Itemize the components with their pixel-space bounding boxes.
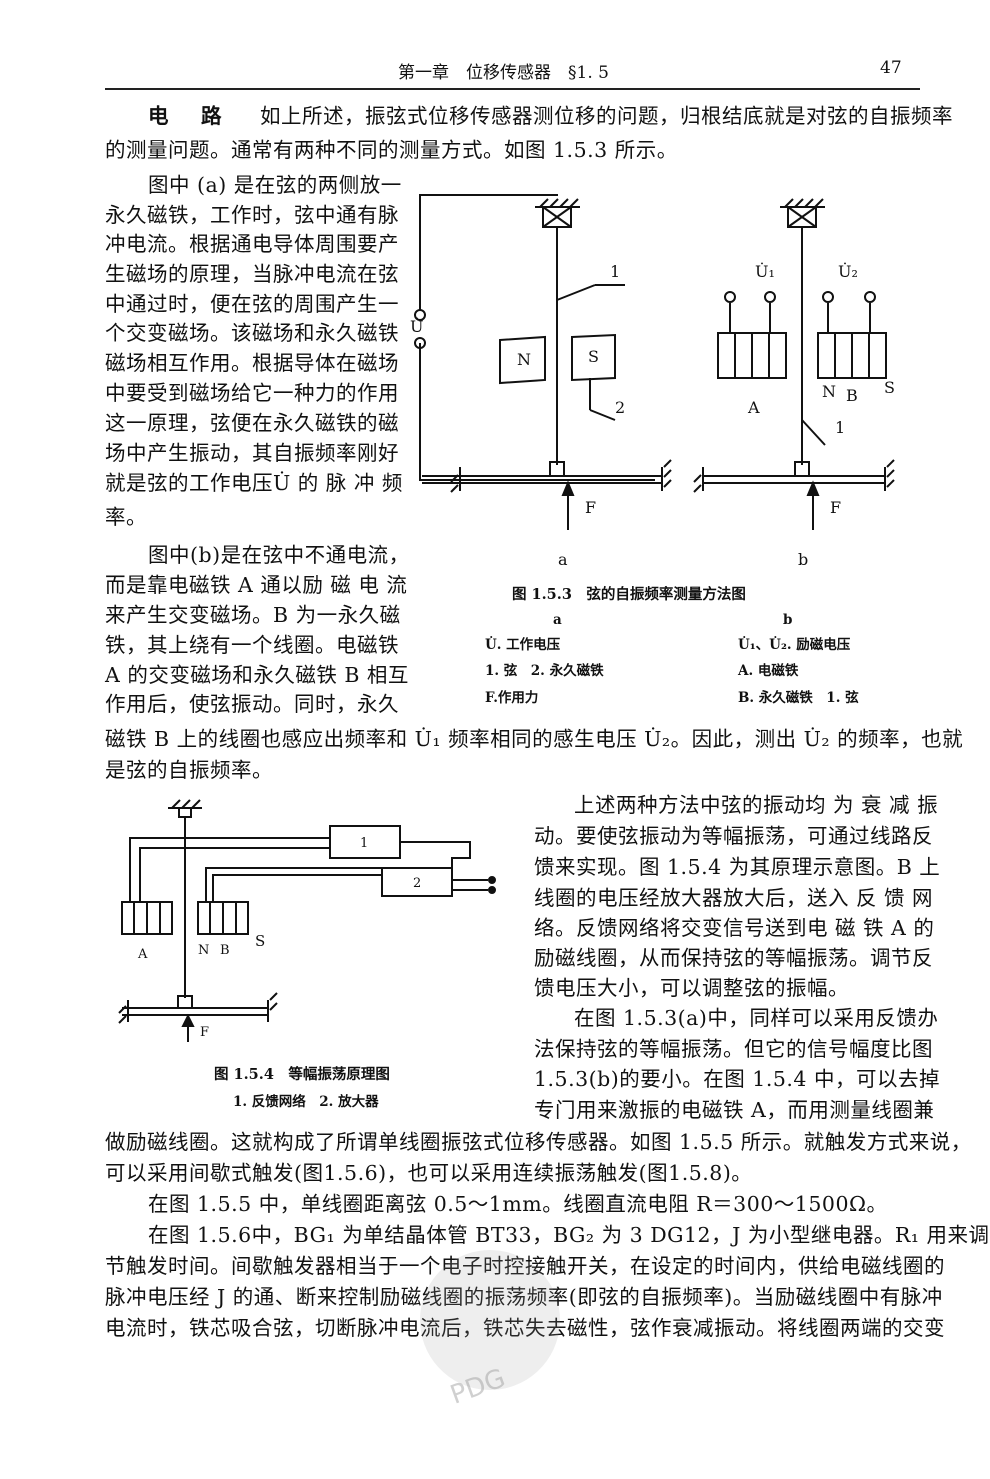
header-rule	[105, 88, 920, 90]
para-b-line: 铁，其上绕有一个线圈。电磁铁	[105, 633, 399, 657]
label-s: S	[255, 932, 265, 950]
label-fig-a: a	[558, 550, 568, 569]
para-right-line: 专门用来激振的电磁铁 A，而用测量线圈兼	[534, 1098, 935, 1122]
label-voltage: U̇	[410, 317, 423, 336]
para-a-line: 冲电流。根据通电导体周围要产	[105, 232, 399, 256]
para-end-line: 电流时，铁芯吸合弦，切断脉冲电流后，铁芯失去磁性，弦作衰减振动。将线圈两端的交变	[105, 1316, 945, 1340]
para-end-line: 做励磁线圈。这就构成了所谓单线圈振弦式位移传感器。如图 1.5.5 所示。就触发…	[105, 1130, 972, 1154]
figure-1-5-3: U̇ N S 1 2 F a U̇₁ U̇₂ A N B S 1 F b	[410, 194, 895, 569]
label-1-b: 1	[835, 418, 845, 437]
label-box-1: 1	[360, 836, 368, 851]
terminal	[414, 309, 426, 321]
para-a-line: 中通过时，便在弦的周围产生一	[105, 292, 399, 316]
wire-a-bottom	[419, 343, 655, 481]
intro-line-2: 的测量问题。通常有两种不同的测量方式。如图 1.5.3 所示。	[105, 138, 678, 162]
para-a-line: 这一原理，弦便在永久磁铁的磁	[105, 411, 399, 435]
label-f-b: F	[830, 498, 841, 517]
para-end-line: 脉冲电压经 J 的通、断来控制励磁线圈的振荡频率(即弦的自振频率)。当励磁线圈中…	[105, 1285, 943, 1309]
para-right-line: 励磁线圈，从而保持弦的等幅振荡。调节反	[534, 946, 933, 970]
legend-a-line: F.作用力	[485, 690, 539, 706]
para-end-line: 节触发时间。间歇触发器相当于一个电子时控接触开关，在设定的时间内，供给电磁线圈的	[105, 1254, 945, 1278]
para-b-line: 而是靠电磁铁 A 通以励 磁 电 流	[105, 573, 408, 597]
figure-1-5-4: 1 2 A N B S F	[118, 799, 496, 1042]
para-a-line: 磁场相互作用。根据导体在磁场	[105, 351, 399, 375]
label-b: B	[220, 943, 230, 958]
section-heading: 电 路	[148, 104, 228, 128]
legend-b-line: A. 电磁铁	[738, 663, 799, 679]
para-right-line: 在图 1.5.3(a)中，同样可以采用反馈办	[574, 1006, 939, 1030]
running-header: 第一章 位移传感器 §1. 5	[398, 63, 609, 83]
para-a-line: 中要受到磁场给它一种力的作用	[105, 381, 399, 405]
para-b-line: 来产生交变磁场。B 为一永久磁	[105, 603, 401, 627]
legend-a-line: 1. 弦 2. 永久磁铁	[485, 663, 604, 679]
para-right-line: 络。反馈网络将交变信号送到电 磁 铁 A 的	[534, 916, 935, 940]
label-f: F	[200, 1025, 209, 1040]
legend-b-line: B. 永久磁铁 1. 弦	[738, 690, 859, 706]
para-a-line: 率。	[105, 505, 147, 529]
para-right-line: 法保持弦的等幅振荡。但它的信号幅度比图	[534, 1037, 933, 1061]
figure-1-5-4-caption: 图 1.5.4 等幅振荡原理图	[214, 1066, 390, 1083]
magnet-n	[499, 335, 546, 385]
para-b-cont-line: 磁铁 B 上的线圈也感应出频率和 U̇₁ 频率相同的感生电压 U̇₂。因此，测出…	[105, 727, 964, 751]
label-f: F	[585, 498, 596, 517]
para-end-line: 在图 1.5.5 中，单线圈距离弦 0.5～1mm。线圈直流电阻 R＝300～1…	[148, 1192, 888, 1216]
label-2: 2	[615, 398, 625, 417]
label-n: N	[198, 943, 209, 958]
para-a-line: 图中 (a) 是在弦的两侧放一	[148, 173, 402, 197]
para-right-line: 上述两种方法中弦的振动均 为 衰 减 振	[574, 793, 939, 817]
para-right-line: 1.5.3(b)的要小。在图 1.5.4 中，可以去掉	[534, 1067, 940, 1091]
para-a-line: 就是弦的工作电压U̇ 的 脉 冲 频	[105, 471, 403, 495]
para-end-line: 可以采用间歇式触发(图1.5.6)，也可以采用连续振荡触发(图1.5.8)。	[105, 1161, 753, 1185]
label-a: A	[137, 947, 148, 962]
para-a-line: 场中产生振动，其自振频率刚好	[105, 441, 399, 465]
page-number: 47	[880, 58, 902, 78]
label-fig-b: b	[798, 550, 808, 569]
label-a: A	[747, 398, 760, 417]
legend-sub-a: a	[553, 612, 562, 628]
para-end-line: 在图 1.5.6中，BG₁ 为单结晶体管 BT33，BG₂ 为 3 DG12，J…	[148, 1223, 990, 1247]
magnet-s	[571, 333, 616, 382]
label-n-b: N	[822, 382, 836, 401]
amplifier-box	[381, 867, 453, 897]
figure-1-5-4-legend: 1. 反馈网络 2. 放大器	[233, 1094, 379, 1110]
intro-line-1: 如上所述，振弦式位移传感器测位移的问题，归根结底就是对弦的自振频率	[260, 104, 953, 128]
label-b: B	[846, 386, 858, 405]
wire-a-top	[419, 194, 558, 310]
legend-a-line: U̇. 工作电压	[485, 637, 561, 653]
label-u1: U̇₁	[755, 262, 775, 281]
label-1: 1	[610, 262, 620, 281]
para-right-line: 线圈的电压经放大器放大后，送入 反 馈 网	[534, 886, 934, 910]
para-right-line: 动。要使弦振动为等幅振荡，可通过线路反	[534, 824, 933, 848]
label-box-2: 2	[413, 876, 421, 891]
legend-sub-b: b	[783, 612, 793, 628]
legend-b-line: U̇₁、U̇₂. 励磁电压	[738, 637, 851, 653]
para-right-line: 馈来实现。图 1.5.4 为其原理示意图。B 上	[534, 855, 941, 879]
para-right-line: 馈电压大小，可以调整弦的振幅。	[534, 976, 849, 1000]
label-n: N	[517, 350, 531, 369]
figure-1-5-3-caption: 图 1.5.3 弦的自振频率测量方法图	[512, 586, 746, 603]
para-a-line: 个交变磁场。该磁场和永久磁铁	[105, 321, 399, 345]
para-b-cont-line: 是弦的自振频率。	[105, 758, 273, 782]
label-u2: U̇₂	[838, 262, 858, 281]
para-a-line: 永久磁铁，工作时，弦中通有脉	[105, 203, 399, 227]
para-b-line: A 的交变磁场和永久磁铁 B 相互	[105, 663, 409, 687]
para-b-line: 图中(b)是在弦中不通电流，	[148, 543, 410, 567]
para-a-line: 生磁场的原理，当脉冲电流在弦	[105, 262, 399, 286]
label-s: S	[588, 347, 599, 366]
label-s-b: S	[884, 378, 895, 397]
para-b-line: 作用后，使弦振动。同时，永久	[105, 692, 399, 716]
terminal	[414, 337, 426, 349]
